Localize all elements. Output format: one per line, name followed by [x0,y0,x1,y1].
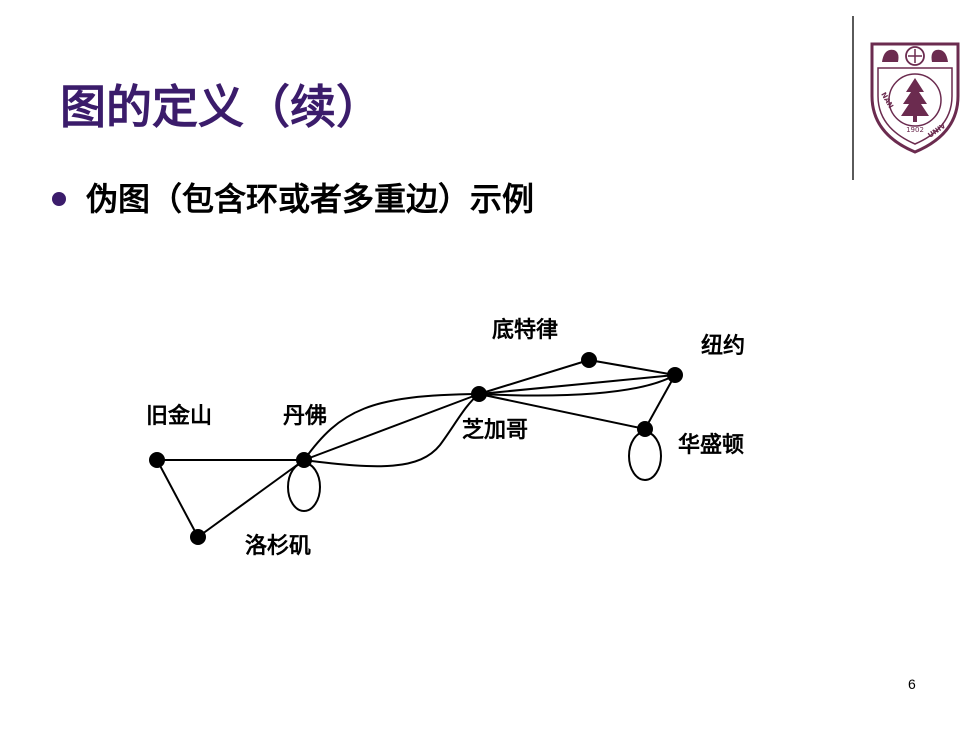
header-divider [852,16,854,180]
bullet-text: 伪图（包含环或者多重边）示例 [86,180,535,218]
label-sf: 旧金山 [146,403,212,429]
edge-sf-la [156,459,199,538]
label-chicago: 芝加哥 [462,417,528,443]
seal-circle-icon [888,73,942,127]
label-dc: 华盛顿 [678,432,744,458]
node-ny [667,367,683,383]
lion-left-icon [882,49,899,62]
node-sf [149,452,165,468]
page-number: 6 [908,676,916,692]
edge-detroit-ny [588,359,676,376]
pine-tree-icon [901,78,929,116]
node-dc [637,421,653,437]
label-ny: 纽约 [701,333,745,359]
crest-emblem-icon [905,46,925,66]
edge-chicago-ny-2 [478,374,676,397]
label-la: 洛杉矶 [245,533,311,559]
node-la [190,529,206,545]
node-chicago [471,386,487,402]
bullet-item: 伪图（包含环或者多重边）示例 [52,180,534,218]
graph-nodes [149,352,683,545]
bullet-dot-icon [52,192,66,207]
edge-chicago-ny-1 [478,374,676,395]
tree-trunk-icon [913,116,917,122]
graph-labels: 旧金山 洛杉矶 丹佛 芝加哥 底特律 纽约 华盛顿 [146,317,745,559]
crest-emblem-inner-icon [908,49,922,63]
edge-chicago-dc [478,393,646,430]
shield-inner-icon [877,67,953,145]
lion-right-icon [931,49,948,62]
loop-dc [628,431,662,481]
graph-edges [156,359,676,538]
slide-title: 图的定义（续） [60,80,382,134]
university-logo: 1902 NAN UNIV [870,42,960,154]
label-detroit: 底特律 [492,317,558,343]
node-denver [296,452,312,468]
edge-ny-dc [644,374,676,430]
edge-la-denver [197,459,305,538]
logo-year: 1902 [906,126,924,134]
label-denver: 丹佛 [283,404,327,429]
edge-denver-chicago-lower [303,393,480,468]
edge-denver-chicago-upper [303,393,480,461]
edge-denver-chicago-middle [303,393,480,461]
node-detroit [581,352,597,368]
loop-denver [287,462,321,512]
edge-chicago-detroit [478,359,590,395]
